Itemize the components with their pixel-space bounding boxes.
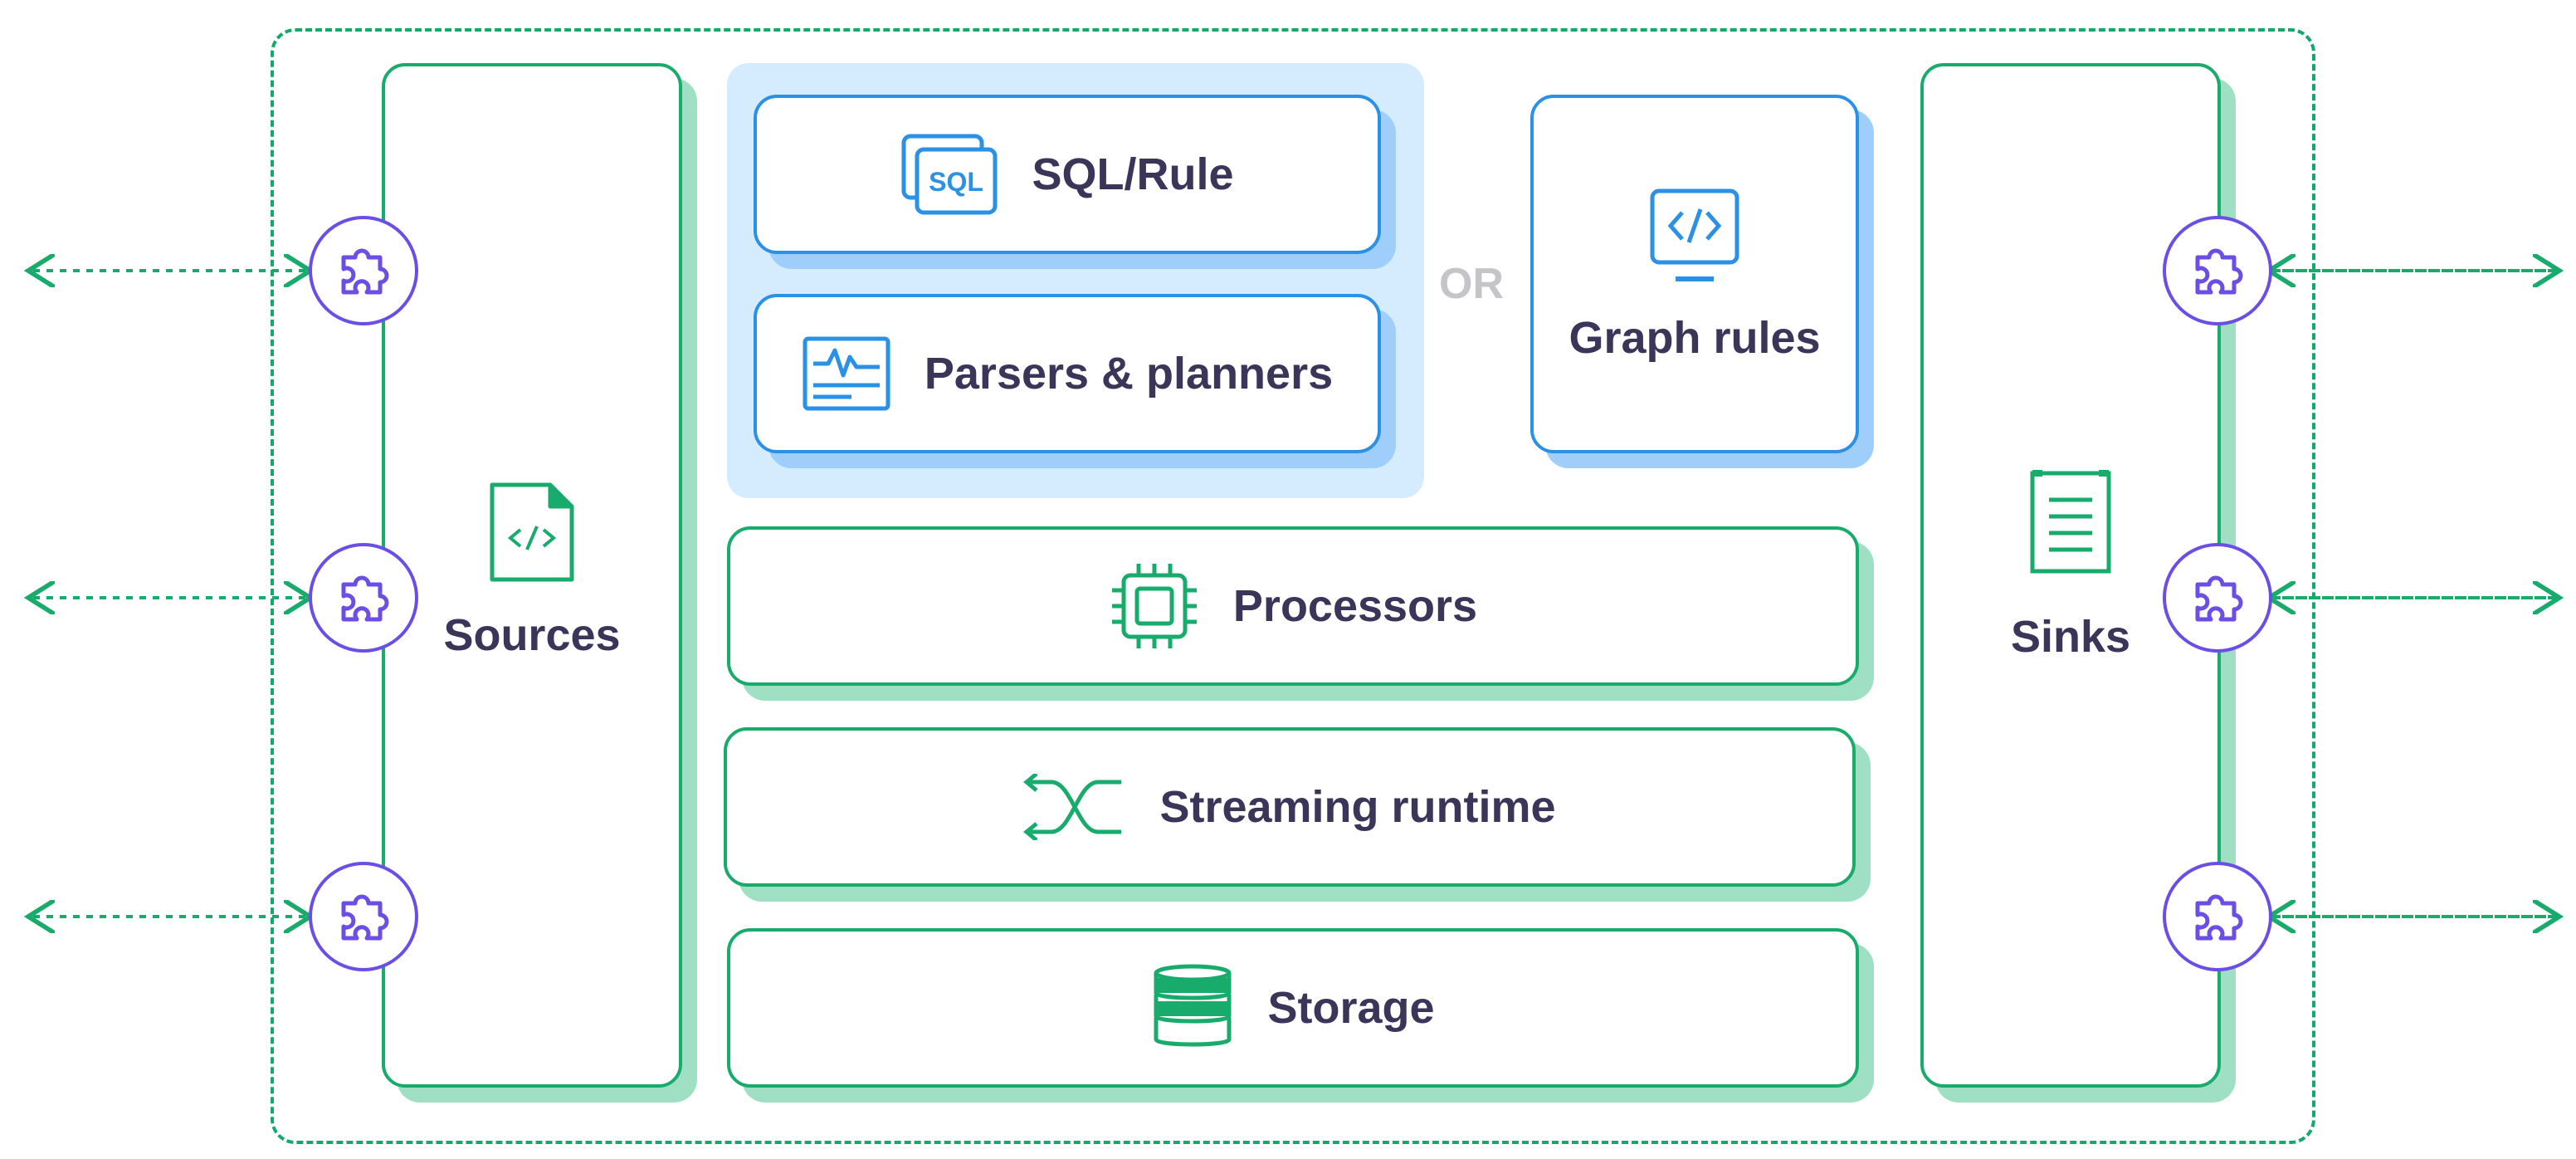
sql-icon: SQL bbox=[901, 134, 998, 215]
sources-label: Sources bbox=[443, 610, 621, 660]
sources-panel[interactable] bbox=[382, 63, 682, 1088]
sql-rule-card[interactable]: SQL SQL/Rule bbox=[754, 95, 1381, 254]
database-icon bbox=[1154, 964, 1232, 1047]
or-separator: OR bbox=[1439, 260, 1504, 308]
sink-plugin-1[interactable] bbox=[2163, 216, 2272, 325]
parsers-planners-label: Parsers & planners bbox=[924, 349, 1334, 399]
graph-rules-label: Graph rules bbox=[1569, 313, 1821, 363]
puzzle-icon bbox=[2195, 575, 2243, 622]
puzzle-icon bbox=[341, 575, 389, 622]
streaming-runtime-card[interactable]: Streaming runtime bbox=[724, 727, 1856, 887]
sources-content: Sources bbox=[382, 482, 682, 658]
svg-text:SQL: SQL bbox=[929, 167, 984, 197]
storage-label: Storage bbox=[1267, 983, 1435, 1033]
system-boundary bbox=[271, 28, 2315, 1144]
monitor-pulse-icon bbox=[803, 336, 890, 411]
puzzle-icon bbox=[341, 248, 389, 295]
sinks-label: Sinks bbox=[2010, 612, 2131, 662]
streaming-runtime-label: Streaming runtime bbox=[1159, 782, 1556, 832]
puzzle-icon bbox=[341, 894, 389, 941]
shuffle-arrows-icon bbox=[1023, 774, 1122, 840]
sql-rule-label: SQL/Rule bbox=[1032, 149, 1234, 199]
code-file-icon bbox=[490, 482, 574, 582]
sink-plugin-3[interactable] bbox=[2163, 862, 2272, 971]
graph-rules-card[interactable]: Graph rules bbox=[1530, 95, 1859, 453]
processors-label: Processors bbox=[1232, 581, 1478, 631]
puzzle-icon bbox=[2195, 894, 2243, 941]
code-monitor-icon bbox=[1650, 188, 1739, 281]
document-list-icon bbox=[2030, 470, 2111, 574]
sinks-content: Sinks bbox=[1920, 470, 2221, 659]
puzzle-icon bbox=[2195, 248, 2243, 295]
sink-plugin-2[interactable] bbox=[2163, 543, 2272, 653]
source-plugin-1[interactable] bbox=[309, 216, 418, 325]
processors-card[interactable]: Processors bbox=[727, 526, 1859, 686]
parsers-planners-card[interactable]: Parsers & planners bbox=[754, 294, 1381, 453]
cpu-chip-icon bbox=[1111, 564, 1197, 648]
source-plugin-2[interactable] bbox=[309, 543, 418, 653]
source-plugin-3[interactable] bbox=[309, 862, 418, 971]
storage-card[interactable]: Storage bbox=[727, 928, 1859, 1088]
